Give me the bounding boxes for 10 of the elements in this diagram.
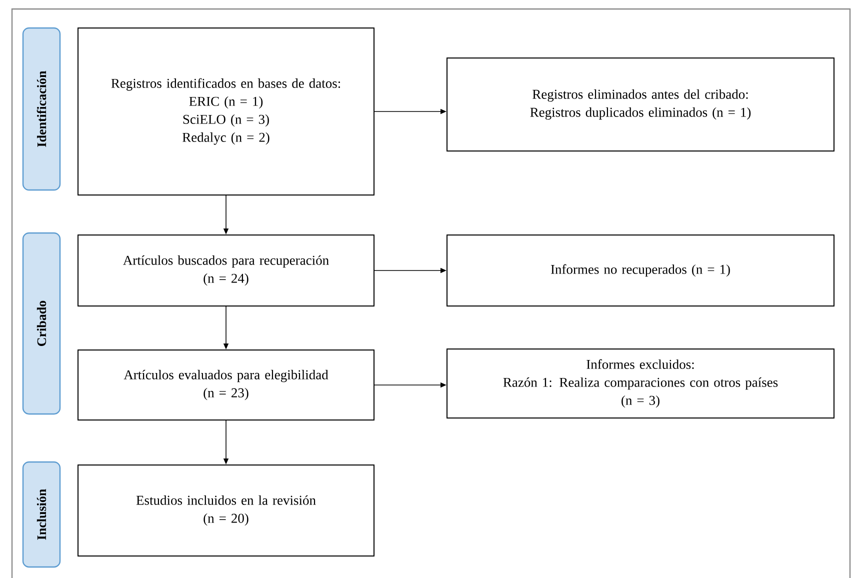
process-box: Registros identificados en bases de datos: ERIC (n = 1) SciELO (n = 3) Redalyc (n = 2) [78, 28, 374, 196]
process-box: Informes no recuperados (n = 1) [446, 234, 834, 306]
stage-label: Identificación [22, 27, 61, 191]
process-box: Artículos buscados para recuperación (n = 24) [78, 234, 374, 306]
process-box: Informes excluidos: Razón 1: Realiza comparaciones con otros países (n = 3) [446, 348, 834, 418]
process-box: Registros eliminados antes del cribado: Registros duplicados eliminados (n = 1) [446, 58, 834, 152]
stage-label: Inclusión [22, 461, 61, 568]
process-box: Estudios incluidos en la revisión (n = 20) [78, 464, 374, 556]
stage-label: Cribado [22, 232, 61, 415]
process-box: Artículos evaluados para elegibilidad (n = 23) [78, 350, 374, 420]
